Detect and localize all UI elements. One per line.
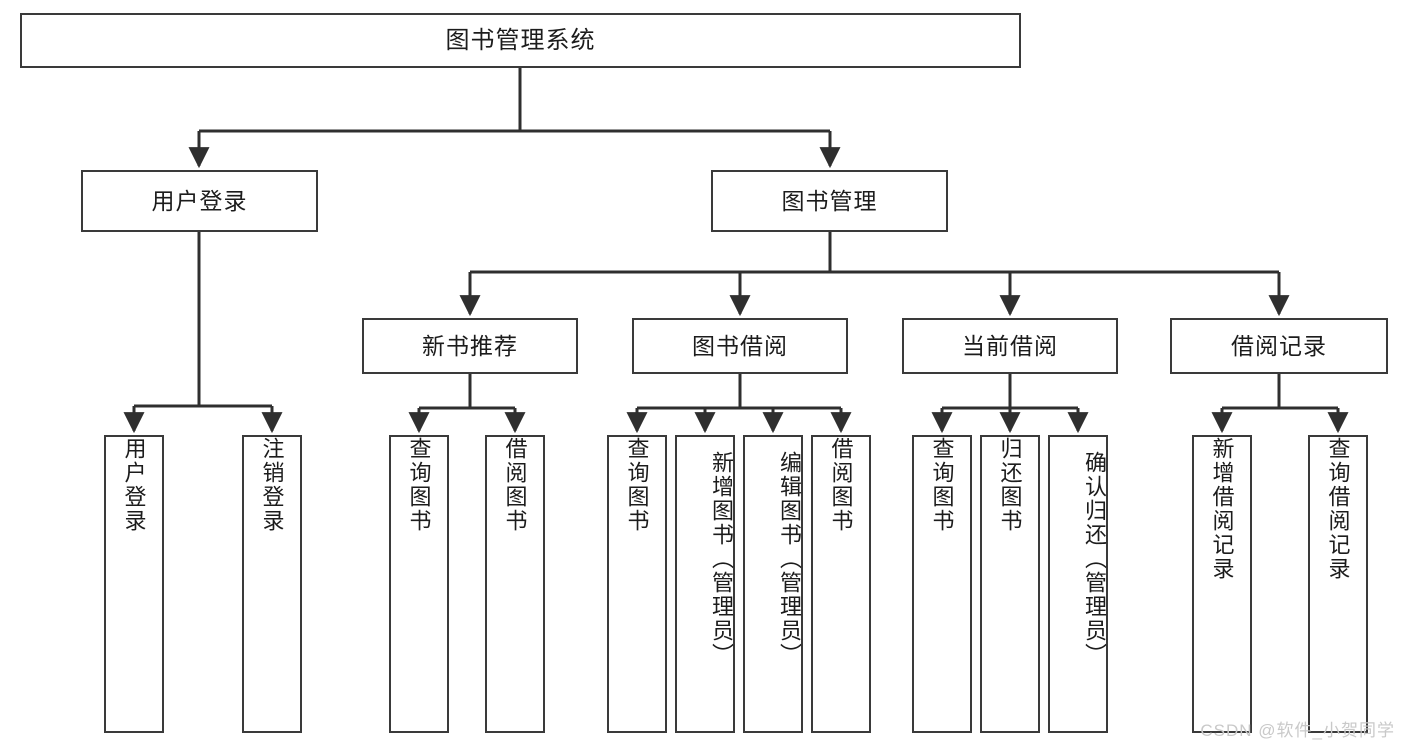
leaf-label: 注销登录: [259, 437, 285, 533]
node-book-borrow[interactable]: 图书借阅: [632, 318, 848, 374]
leaf-label: 编辑图书（管理员）: [777, 451, 802, 667]
leaf-label: 确认归还（管理员）: [1082, 451, 1107, 667]
node-user-login[interactable]: 用户登录: [81, 170, 318, 232]
leaf-label: 借阅图书: [502, 437, 528, 533]
leaf-book-borrow-query[interactable]: 查询图书: [607, 435, 667, 733]
node-new-book-recommend[interactable]: 新书推荐: [362, 318, 578, 374]
leaf-current-borrow-return[interactable]: 归还图书: [980, 435, 1040, 733]
leaf-new-book-borrow[interactable]: 借阅图书: [485, 435, 545, 733]
leaf-current-borrow-confirm-return[interactable]: 确认归还（管理员）: [1048, 435, 1108, 733]
node-book-management[interactable]: 图书管理: [711, 170, 948, 232]
watermark-credit: CSDN @软件_小贺同学: [1200, 721, 1395, 740]
leaf-user-login-login[interactable]: 用户登录: [104, 435, 164, 733]
leaf-book-borrow-add[interactable]: 新增图书（管理员）: [675, 435, 735, 733]
leaf-book-borrow-borrow[interactable]: 借阅图书: [811, 435, 871, 733]
leaf-label: 用户登录: [121, 437, 147, 533]
leaf-label: 查询图书: [406, 437, 432, 533]
leaf-book-borrow-edit[interactable]: 编辑图书（管理员）: [743, 435, 803, 733]
node-current-borrow[interactable]: 当前借阅: [902, 318, 1118, 374]
leaf-borrow-record-add[interactable]: 新增借阅记录: [1192, 435, 1252, 733]
leaf-user-login-logout[interactable]: 注销登录: [242, 435, 302, 733]
leaf-label: 查询图书: [929, 437, 955, 533]
node-root-system[interactable]: 图书管理系统: [20, 13, 1021, 68]
leaf-current-borrow-query[interactable]: 查询图书: [912, 435, 972, 733]
leaf-borrow-record-query[interactable]: 查询借阅记录: [1308, 435, 1368, 733]
leaf-label: 新增借阅记录: [1209, 437, 1235, 581]
leaf-label: 查询图书: [624, 437, 650, 533]
leaf-label: 归还图书: [997, 437, 1023, 533]
leaf-new-book-query[interactable]: 查询图书: [389, 435, 449, 733]
leaf-label: 借阅图书: [828, 437, 854, 533]
leaf-label: 查询借阅记录: [1325, 437, 1351, 581]
leaf-label: 新增图书（管理员）: [709, 451, 734, 667]
node-borrow-record[interactable]: 借阅记录: [1170, 318, 1388, 374]
